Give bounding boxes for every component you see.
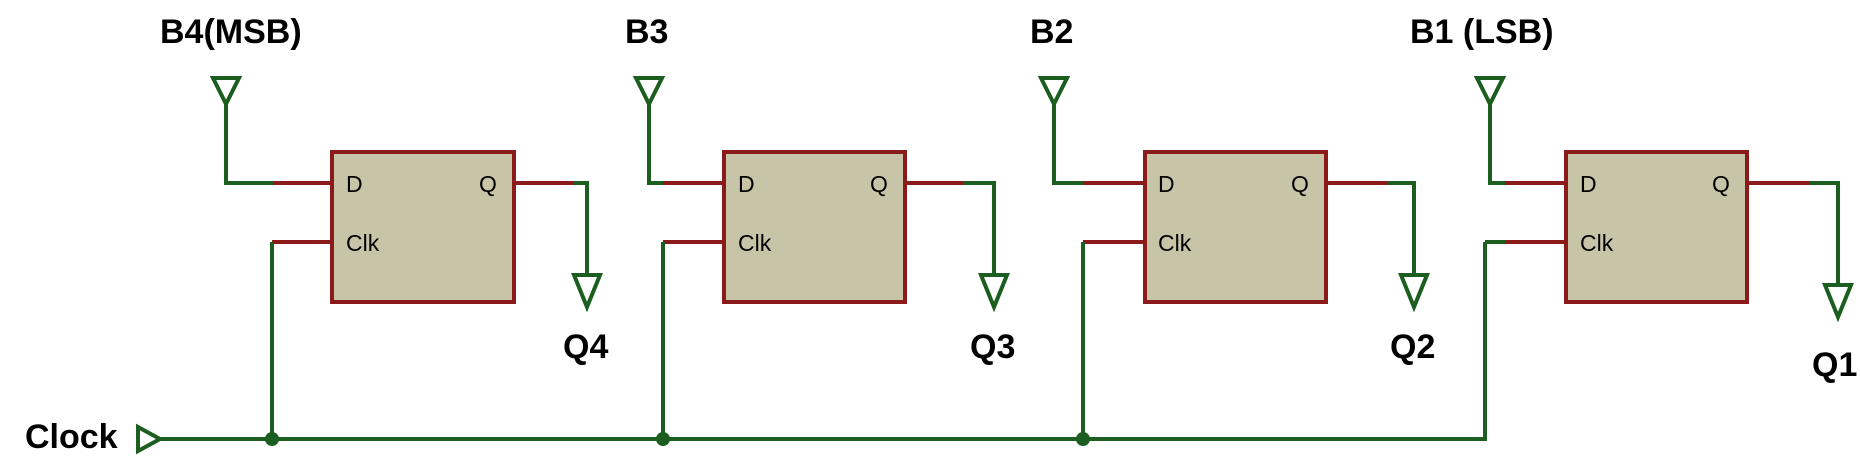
data-wire-2 (647, 104, 663, 185)
output-label-q3: Q3 (970, 328, 1015, 366)
d-pin-label-4: D (1580, 171, 1597, 197)
q-pin-label-2: Q (870, 171, 888, 197)
data-wire-4 (1488, 104, 1505, 185)
output-terminal-q3[interactable] (978, 273, 1010, 313)
output-label-q1: Q1 (1812, 346, 1857, 384)
clock-bus-wire (160, 242, 1487, 441)
clock-input-terminal[interactable] (136, 423, 165, 455)
clock-label: Clock (25, 418, 118, 456)
input-terminal-b4[interactable] (209, 76, 243, 109)
flipflop-3: B2 D Q Clk Q2 (1030, 13, 1435, 446)
output-wire-3 (1388, 181, 1416, 275)
q-pin-label-4: Q (1712, 171, 1730, 197)
flipflop-2: B3 D Q Clk Q3 (625, 13, 1015, 446)
output-terminal-q2[interactable] (1398, 273, 1430, 313)
input-label-b2: B2 (1030, 13, 1073, 51)
flipflop-body-1[interactable] (330, 150, 516, 304)
clk-pin-label-4: Clk (1580, 230, 1614, 256)
data-wire-3 (1052, 104, 1083, 185)
d-pin-label-3: D (1158, 171, 1175, 197)
clk-pin-label-3: Clk (1158, 230, 1192, 256)
input-label-b1: B1 (LSB) (1410, 13, 1554, 51)
clock-junction-2 (656, 432, 670, 446)
clk-pin-label-2: Clk (738, 230, 772, 256)
input-label-b4: B4(MSB) (160, 13, 302, 51)
input-label-b3: B3 (625, 13, 668, 51)
clk-pin-label-1: Clk (346, 230, 380, 256)
q-pin-label-3: Q (1291, 171, 1309, 197)
clock-junction-3 (1076, 432, 1090, 446)
clock-line-group: Clock (25, 242, 1487, 456)
input-terminal-b3[interactable] (632, 76, 666, 109)
output-wire-1 (573, 181, 589, 275)
flipflop-body-2[interactable] (722, 150, 907, 304)
q-pin-label-1: Q (479, 171, 497, 197)
output-label-q4: Q4 (563, 328, 608, 366)
clock-junction-1 (265, 432, 279, 446)
output-wire-4 (1810, 181, 1840, 285)
data-wire-1 (224, 104, 274, 185)
flipflop-1: B4(MSB) D Q Clk Q4 (160, 13, 608, 446)
input-terminal-b2[interactable] (1037, 76, 1071, 109)
output-label-q2: Q2 (1390, 328, 1435, 366)
input-terminal-b1[interactable] (1473, 76, 1507, 109)
output-wire-2 (963, 181, 996, 275)
d-pin-label-2: D (738, 171, 755, 197)
output-terminal-q4[interactable] (571, 273, 603, 313)
flipflop-body-4[interactable] (1564, 150, 1749, 304)
flipflop-4: B1 (LSB) D Q Clk Q1 (1410, 13, 1857, 384)
output-terminal-q1[interactable] (1822, 283, 1854, 323)
flipflop-body-3[interactable] (1143, 150, 1328, 304)
d-pin-label-1: D (346, 171, 363, 197)
